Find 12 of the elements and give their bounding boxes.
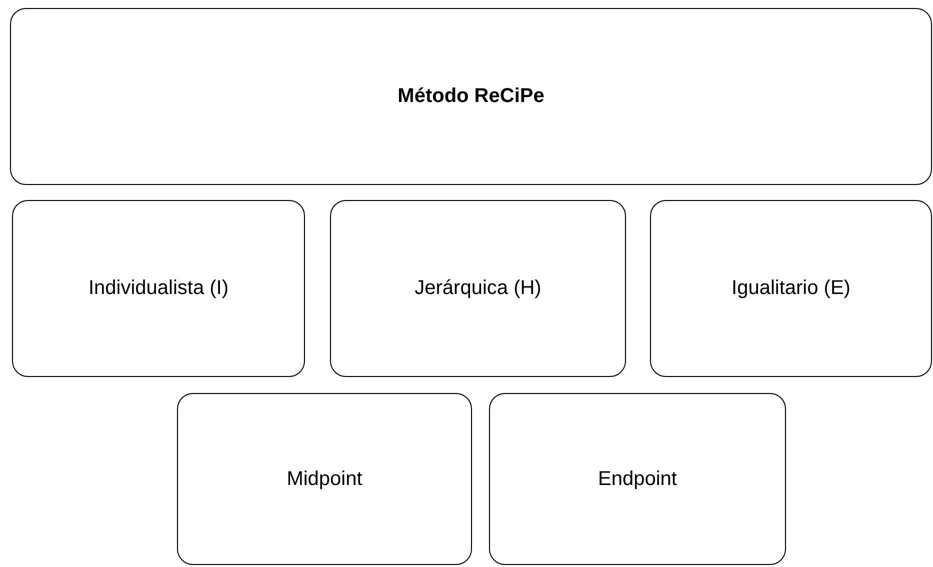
box-label: Jerárquica (H) <box>414 277 542 300</box>
title-text: Método ReCiPe <box>398 85 544 108</box>
process-box <box>177 393 472 565</box>
box-label: Endpoint <box>598 468 677 490</box>
box-label: Midpoint <box>286 468 362 490</box>
box-label: Igualitario (E) <box>732 277 850 300</box>
box-label: Individualista (I) <box>88 277 229 300</box>
process-box <box>650 200 932 377</box>
process-box <box>10 8 932 185</box>
process-box <box>330 200 626 377</box>
process-box <box>489 393 786 565</box>
process-box <box>12 200 305 377</box>
